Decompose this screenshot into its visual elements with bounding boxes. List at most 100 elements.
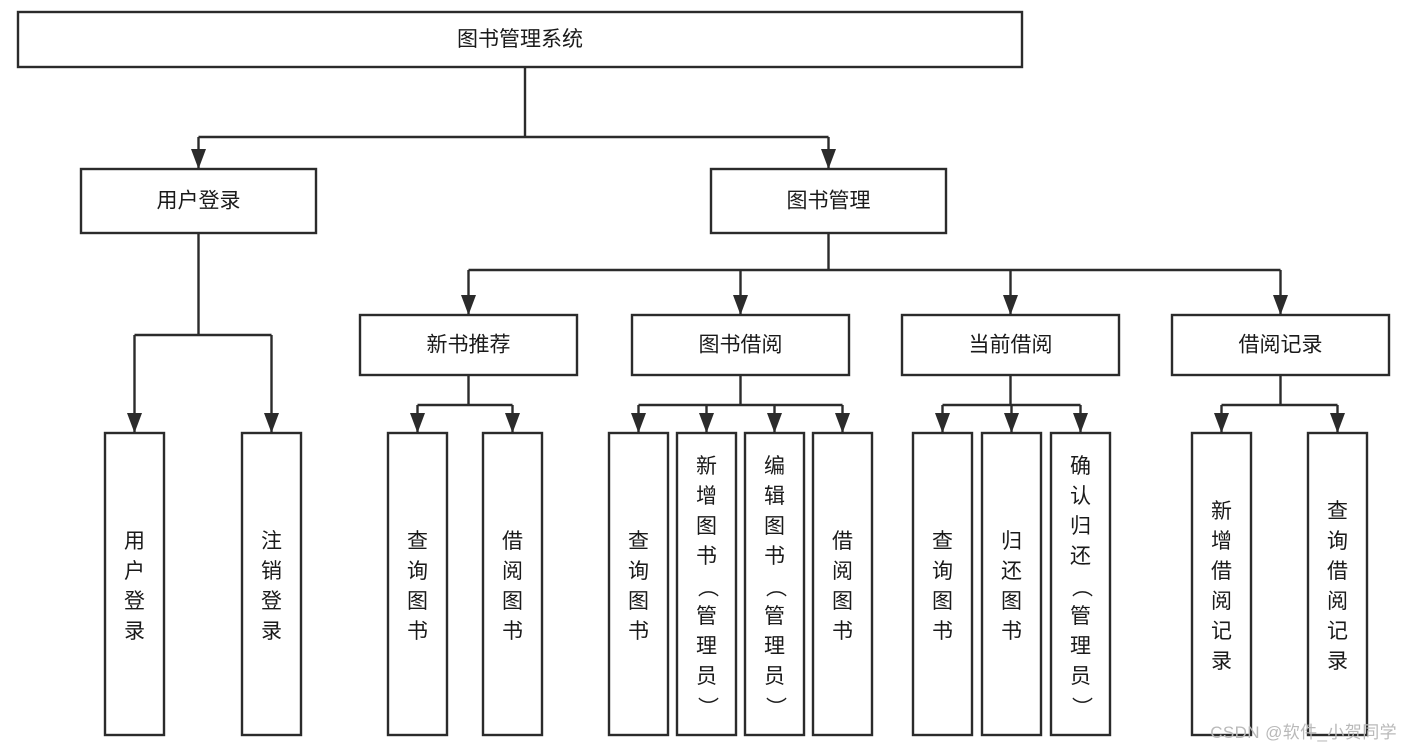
svg-text:员: 员 (1070, 665, 1091, 688)
arrow-head-icon-借阅记录-查询借阅记录 (1330, 413, 1345, 433)
node-label-leaf-用户登录-用户登录: 用户登录 (124, 530, 145, 643)
svg-text:员: 员 (696, 665, 717, 688)
svg-text:管: 管 (1070, 605, 1091, 628)
svg-text:新: 新 (696, 455, 717, 478)
svg-text:户: 户 (124, 560, 145, 583)
node-leaf-新书推荐-借阅图书[interactable] (481, 431, 544, 737)
svg-text:录: 录 (1327, 650, 1348, 673)
node-level3-图书借阅[interactable] (630, 313, 851, 377)
svg-text:阅: 阅 (832, 560, 853, 583)
node-label-level2-用户登录: 用户登录 (157, 190, 241, 213)
svg-text:借: 借 (1327, 560, 1348, 583)
node-leaf-图书借阅-查询图书[interactable] (607, 431, 670, 737)
svg-text:借: 借 (1211, 560, 1232, 583)
node-label-level2-图书管理: 图书管理 (787, 190, 871, 213)
arrow-head-icon-当前借阅-归还图书 (1004, 413, 1019, 433)
svg-text:确: 确 (1070, 455, 1091, 478)
svg-text:图: 图 (407, 590, 428, 613)
arrow-head-icon-当前借阅-确认归还 (1073, 413, 1088, 433)
svg-text:认: 认 (1070, 485, 1091, 508)
arrow-head-icon-图书借阅-编辑图书 (767, 413, 782, 433)
node-level2-图书管理[interactable] (709, 167, 948, 235)
node-root-图书管理系统[interactable] (16, 10, 1024, 69)
svg-text:登: 登 (261, 590, 282, 613)
svg-text:注: 注 (261, 530, 282, 553)
arrow-head-icon-新书推荐-借阅图书 (505, 413, 520, 433)
arrow-head-icon-新书推荐 (461, 295, 476, 315)
svg-text:理: 理 (764, 635, 785, 658)
connector-layer (127, 67, 1345, 433)
node-leaf-借阅记录-新增借阅记录[interactable] (1190, 431, 1253, 737)
node-leaf-图书借阅-借阅图书[interactable] (811, 431, 874, 737)
svg-text:借: 借 (502, 530, 523, 553)
svg-text:还: 还 (1070, 545, 1091, 568)
arrow-head-icon-图书借阅-新增图书 (699, 413, 714, 433)
svg-text:图: 图 (628, 590, 649, 613)
svg-text:辑: 辑 (764, 485, 785, 508)
arrow-head-icon-用户登录 (191, 149, 206, 169)
arrow-head-icon-图书借阅 (733, 295, 748, 315)
node-leaf-当前借阅-归还图书[interactable] (980, 431, 1043, 737)
arrow-head-icon-图书管理 (821, 149, 836, 169)
svg-text:还: 还 (1001, 560, 1022, 583)
svg-text:归: 归 (1070, 515, 1091, 538)
svg-text:图: 图 (1001, 590, 1022, 613)
node-label-level3-图书借阅: 图书借阅 (699, 334, 783, 357)
node-level2-用户登录[interactable] (79, 167, 318, 235)
svg-text:记: 记 (1327, 620, 1348, 643)
svg-text:询: 询 (628, 560, 649, 583)
svg-text:管: 管 (696, 605, 717, 628)
node-leaf-借阅记录-查询借阅记录[interactable] (1306, 431, 1369, 737)
svg-text:借: 借 (832, 530, 853, 553)
node-label-level3-新书推荐: 新书推荐 (427, 334, 511, 357)
svg-text:书: 书 (832, 620, 853, 643)
arrow-head-icon-图书借阅-查询图书 (631, 413, 646, 433)
node-level3-借阅记录[interactable] (1170, 313, 1391, 377)
arrow-head-icon-当前借阅-查询图书 (935, 413, 950, 433)
svg-text:阅: 阅 (1211, 590, 1232, 613)
svg-text:询: 询 (932, 560, 953, 583)
svg-text:图: 图 (764, 515, 785, 538)
svg-text:（: （ (764, 577, 787, 598)
csdn-watermark: CSDN @软件_小贺同学 (1210, 723, 1397, 742)
svg-text:书: 书 (407, 620, 428, 643)
arrow-head-icon-用户登录-用户登录 (127, 413, 142, 433)
svg-text:查: 查 (407, 530, 428, 553)
svg-text:理: 理 (1070, 635, 1091, 658)
arrow-head-icon-借阅记录 (1273, 295, 1288, 315)
node-leaf-用户登录-用户登录[interactable] (103, 431, 166, 737)
svg-text:图: 图 (832, 590, 853, 613)
arrow-head-icon-用户登录-注销登录 (264, 413, 279, 433)
node-label-root: 图书管理系统 (457, 28, 583, 51)
arrow-head-icon-图书借阅-借阅图书 (835, 413, 850, 433)
node-leaf-当前借阅-查询图书[interactable] (911, 431, 974, 737)
node-leaf-当前借阅-确认归还[interactable] (1049, 431, 1112, 737)
svg-text:查: 查 (932, 530, 953, 553)
node-leaf-图书借阅-新增图书[interactable] (675, 431, 738, 737)
svg-text:书: 书 (1001, 620, 1022, 643)
svg-text:录: 录 (124, 620, 145, 643)
node-leaf-新书推荐-查询图书[interactable] (386, 431, 449, 737)
node-level3-当前借阅[interactable] (900, 313, 1121, 377)
node-layer: 图书管理系统用户登录图书管理新书推荐图书借阅当前借阅借阅记录用户登录注销登录查询… (16, 10, 1391, 737)
svg-text:新: 新 (1211, 500, 1232, 523)
node-level3-新书推荐[interactable] (358, 313, 579, 377)
node-leaf-图书借阅-编辑图书[interactable] (743, 431, 806, 737)
svg-text:增: 增 (696, 485, 717, 508)
node-leaf-用户登录-注销登录[interactable] (240, 431, 303, 737)
svg-text:图: 图 (932, 590, 953, 613)
